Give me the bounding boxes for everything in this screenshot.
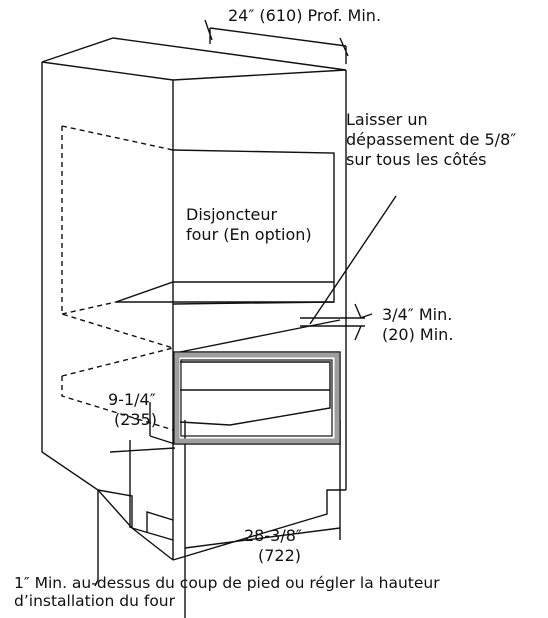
depth-label: 24″ (610) Prof. Min. <box>228 6 381 26</box>
width-line-1: 28-3/8″ <box>244 526 302 545</box>
height-dimension <box>109 402 176 528</box>
note-line-2: d’installation du four <box>14 592 176 610</box>
width-label: 28-3/8″ (722) <box>244 526 302 566</box>
breaker-label: Disjoncteur four (En option) <box>186 205 312 245</box>
gap-dimension <box>300 303 373 341</box>
cabinet-top <box>41 37 347 81</box>
height-label: 9-1/4″ (235) <box>108 390 157 430</box>
height-line-2: (235) <box>114 410 158 429</box>
drawer-frame-outer <box>173 351 341 445</box>
note-leader <box>94 490 99 587</box>
drawer-frame-inner <box>180 359 333 437</box>
note-line-1: 1″ Min. au-dessus du coup de pied ou rég… <box>14 574 440 592</box>
cabinet-bottom-line <box>131 527 174 541</box>
overlap-line-1: Laisser un <box>346 110 428 129</box>
lower-shelf <box>179 319 341 353</box>
overlap-line-3: sur tous les côtés <box>346 150 487 169</box>
toe-kick <box>97 489 133 528</box>
toe-kick-top <box>146 511 174 532</box>
depth-dimension <box>204 19 349 64</box>
cabinet-base-front <box>172 489 346 561</box>
shelf-back <box>115 281 334 303</box>
breaker-line-1: Disjoncteur <box>186 205 278 224</box>
drawer-frame <box>174 352 340 444</box>
depth-text: 24″ (610) Prof. Min. <box>228 6 382 25</box>
upper-cavity <box>172 149 335 305</box>
installation-note: 1″ Min. au-dessus du coup de pied ou rég… <box>14 574 440 610</box>
breaker-line-2: four (En option) <box>186 225 312 244</box>
gap-line-2: (20) Min. <box>382 325 454 344</box>
height-line-1: 9-1/4″ <box>108 390 156 409</box>
overlap-line-2: dépassement de 5/8″ <box>346 130 517 149</box>
width-line-2: (722) <box>258 546 302 565</box>
overlap-label: Laisser un dépassement de 5/8″ sur tous … <box>346 110 516 170</box>
gap-label: 3/4″ Min. (20) Min. <box>382 305 453 345</box>
gap-line-1: 3/4″ Min. <box>382 305 453 324</box>
oven-cavity-outline <box>61 125 181 433</box>
overlap-leader <box>309 195 397 325</box>
drawer-opening-interior <box>179 361 331 426</box>
